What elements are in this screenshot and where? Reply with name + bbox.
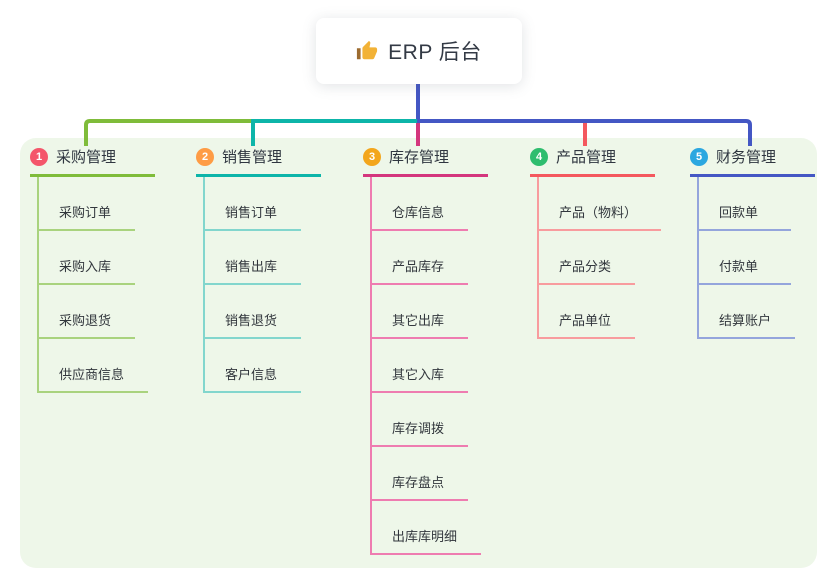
child-node[interactable]: 出库库明细 <box>372 501 482 555</box>
child-label: 产品（物料） <box>559 205 638 220</box>
branch-5: 5 财务管理 回款单付款单结算账户 <box>690 146 815 339</box>
branch-children: 采购订单采购入库采购退货供应商信息 <box>37 177 155 393</box>
branch-node[interactable]: 5 财务管理 <box>690 146 815 177</box>
child-node[interactable]: 采购订单 <box>39 177 136 231</box>
child-label: 供应商信息 <box>59 367 125 382</box>
child-node[interactable]: 销售订单 <box>205 177 302 231</box>
branch-node[interactable]: 4 产品管理 <box>530 146 655 177</box>
child-node[interactable]: 产品库存 <box>372 231 469 285</box>
child-label: 出库库明细 <box>392 529 458 544</box>
child-node[interactable]: 付款单 <box>699 231 791 285</box>
child-label: 其它出库 <box>392 313 445 328</box>
child-node[interactable]: 库存调拨 <box>372 393 469 447</box>
child-label: 采购订单 <box>59 205 112 220</box>
branch-children: 销售订单销售出库销售退货客户信息 <box>203 177 321 393</box>
branch-children: 仓库信息产品库存其它出库其它入库库存调拨库存盘点出库库明细 <box>370 177 488 555</box>
branch-label: 销售管理 <box>222 149 283 166</box>
branch-children: 回款单付款单结算账户 <box>697 177 815 339</box>
child-node[interactable]: 销售出库 <box>205 231 302 285</box>
child-label: 回款单 <box>719 205 759 220</box>
child-node[interactable]: 采购退货 <box>39 285 136 339</box>
branches-panel <box>20 138 817 568</box>
branch-node[interactable]: 2 销售管理 <box>196 146 321 177</box>
child-node[interactable]: 客户信息 <box>205 339 302 393</box>
child-label: 销售订单 <box>225 205 278 220</box>
child-label: 产品单位 <box>559 313 612 328</box>
child-node[interactable]: 其它入库 <box>372 339 469 393</box>
branch-label: 财务管理 <box>716 149 777 166</box>
branch-label: 采购管理 <box>56 149 117 166</box>
child-label: 产品库存 <box>392 259 445 274</box>
branch-1: 1 采购管理 采购订单采购入库采购退货供应商信息 <box>30 146 155 393</box>
child-label: 其它入库 <box>392 367 445 382</box>
child-node[interactable]: 结算账户 <box>699 285 796 339</box>
child-node[interactable]: 产品分类 <box>539 231 636 285</box>
branch-number-badge: 3 <box>363 147 381 166</box>
child-label: 销售出库 <box>225 259 278 274</box>
child-label: 库存调拨 <box>392 421 445 436</box>
branch-node[interactable]: 1 采购管理 <box>30 146 155 177</box>
branch-4: 4 产品管理 产品（物料） 产品分类产品单位 <box>530 146 662 339</box>
child-label: 结算账户 <box>719 313 772 328</box>
branch-label: 库存管理 <box>389 149 450 166</box>
branch-number-badge: 2 <box>196 147 214 166</box>
branch-label: 产品管理 <box>556 149 617 166</box>
child-label: 仓库信息 <box>392 205 445 220</box>
thumbs-up-icon <box>357 40 378 60</box>
branch-children: 产品（物料） 产品分类产品单位 <box>537 177 662 339</box>
child-node[interactable]: 采购入库 <box>39 231 136 285</box>
child-label: 采购入库 <box>59 259 112 274</box>
child-label: 库存盘点 <box>392 475 445 490</box>
child-node[interactable]: 产品单位 <box>539 285 636 339</box>
child-node[interactable]: 产品（物料） <box>539 177 662 231</box>
branch-3: 3 库存管理 仓库信息产品库存其它出库其它入库库存调拨库存盘点出库库明细 <box>363 146 488 555</box>
root-node[interactable]: ERP 后台 <box>316 18 522 84</box>
branch-2: 2 销售管理 销售订单销售出库销售退货客户信息 <box>196 146 321 393</box>
child-node[interactable]: 其它出库 <box>372 285 469 339</box>
child-label: 付款单 <box>719 259 759 274</box>
child-node[interactable]: 回款单 <box>699 177 791 231</box>
child-label: 销售退货 <box>225 313 278 328</box>
root-label: ERP 后台 <box>388 41 482 64</box>
child-label: 采购退货 <box>59 313 112 328</box>
child-label: 客户信息 <box>225 367 278 382</box>
child-node[interactable]: 仓库信息 <box>372 177 469 231</box>
branch-node[interactable]: 3 库存管理 <box>363 146 488 177</box>
branch-number-badge: 4 <box>530 147 548 166</box>
child-node[interactable]: 库存盘点 <box>372 447 469 501</box>
child-node[interactable]: 销售退货 <box>205 285 302 339</box>
branch-number-badge: 1 <box>30 147 48 166</box>
child-node[interactable]: 供应商信息 <box>39 339 149 393</box>
child-label: 产品分类 <box>559 259 612 274</box>
branch-number-badge: 5 <box>690 147 708 166</box>
